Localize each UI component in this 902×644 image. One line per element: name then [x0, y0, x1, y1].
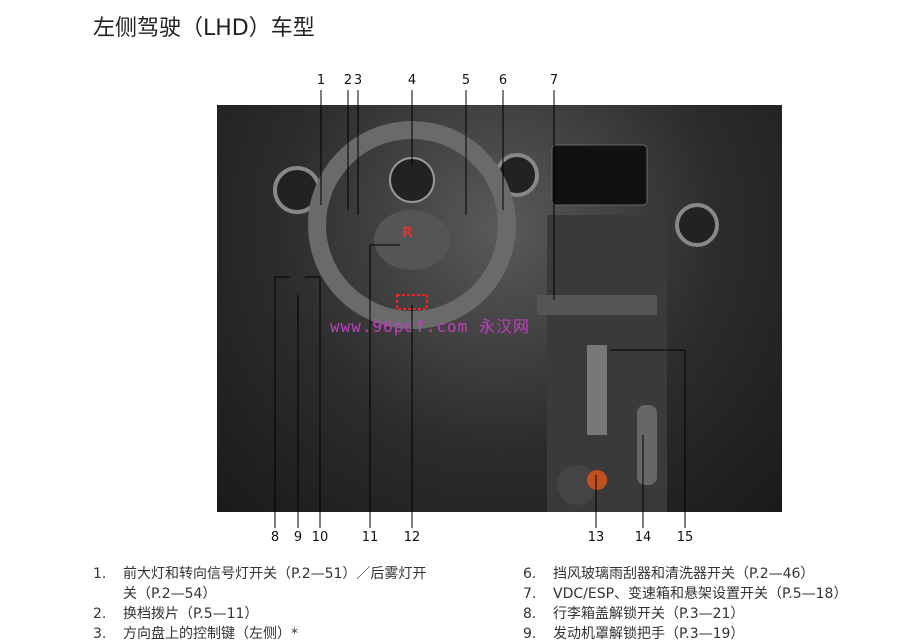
list-item: 1. 前大灯和转向信号灯开关（P.2—51）／后雾灯开 关（P.2—54）	[93, 564, 426, 604]
item-text-cont: 关（P.2—54）	[123, 586, 217, 602]
callout-10: 10	[311, 530, 329, 545]
item-text: 前大灯和转向信号灯开关（P.2—51）／后雾灯开	[123, 566, 427, 582]
item-number: 8.	[523, 606, 537, 622]
callout-2: 2	[343, 73, 353, 88]
callout-8: 8	[270, 530, 280, 545]
callout-5: 5	[461, 73, 471, 88]
list-item: 7. VDC/ESP、变速箱和悬架设置开关（P.5—18）	[523, 584, 847, 604]
svg-text:R: R	[402, 225, 413, 241]
list-item: 3. 方向盘上的控制键（左侧）*	[93, 624, 298, 644]
watermark: www.96pdf.com 永汉网	[330, 317, 530, 336]
item-text: 挡风玻璃雨刮器和清洗器开关（P.2—46）	[553, 566, 815, 582]
list-item: 8. 行李箱盖解锁开关（P.3—21）	[523, 604, 744, 624]
list-item: 2. 换档拨片（P.5—11）	[93, 604, 258, 624]
item-number: 7.	[523, 586, 537, 602]
callout-11: 11	[361, 530, 379, 545]
cockpit-drawing: R	[273, 121, 719, 512]
callout-7: 7	[549, 73, 559, 88]
callout-14: 14	[634, 530, 652, 545]
item-number: 9.	[523, 626, 537, 642]
item-number: 6.	[523, 566, 537, 582]
item-number: 3.	[93, 626, 107, 642]
list-item: 6. 挡风玻璃雨刮器和清洗器开关（P.2—46）	[523, 564, 814, 584]
callout-1: 1	[316, 73, 326, 88]
item-number: 1.	[93, 566, 107, 582]
cockpit-illustration: R	[217, 105, 782, 512]
list-item: 9. 发动机罩解锁把手（P.3—19）	[523, 624, 744, 644]
page-title: 左侧驾驶（LHD）车型	[93, 16, 315, 41]
item-text: 方向盘上的控制键（左侧）*	[123, 626, 298, 642]
callout-4: 4	[407, 73, 417, 88]
callout-3: 3	[353, 73, 363, 88]
callout-12: 12	[403, 530, 421, 545]
callout-9: 9	[293, 530, 303, 545]
item-text: VDC/ESP、变速箱和悬架设置开关（P.5—18）	[553, 586, 848, 602]
item-text: 行李箱盖解锁开关（P.3—21）	[553, 606, 745, 622]
callout-6: 6	[498, 73, 508, 88]
callout-13: 13	[587, 530, 605, 545]
item-text: 发动机罩解锁把手（P.3—19）	[553, 626, 745, 642]
item-number: 2.	[93, 606, 107, 622]
item-text: 换档拨片（P.5—11）	[123, 606, 259, 622]
callout-15: 15	[676, 530, 694, 545]
